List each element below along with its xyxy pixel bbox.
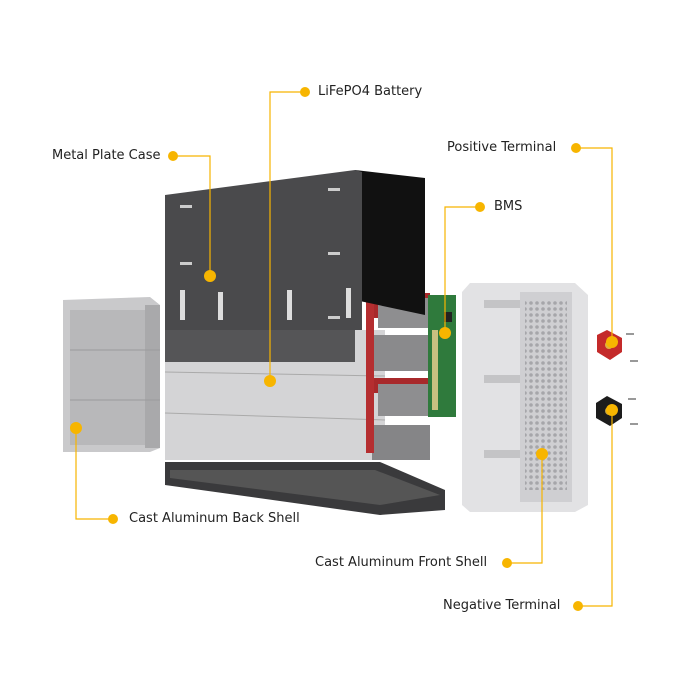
label-back-shell: Cast Aluminum Back Shell bbox=[129, 511, 300, 526]
label-lifepo4-battery: LiFePO4 Battery bbox=[318, 84, 423, 99]
front-shell-part bbox=[462, 283, 588, 512]
label-negative-terminal: Negative Terminal bbox=[443, 598, 561, 613]
label-bms: BMS bbox=[494, 199, 523, 214]
label-metal-plate-case: Metal Plate Case bbox=[52, 148, 161, 163]
base-stand-part bbox=[165, 462, 445, 515]
metal-case-part bbox=[165, 170, 425, 362]
positive-terminal-part bbox=[597, 330, 638, 362]
leader-lines bbox=[75, 91, 613, 607]
label-front-shell: Cast Aluminum Front Shell bbox=[315, 555, 488, 570]
callout-dots bbox=[70, 87, 618, 611]
label-positive-terminal: Positive Terminal bbox=[447, 140, 557, 155]
back-shell-part bbox=[63, 297, 160, 452]
bms-board-part bbox=[428, 295, 456, 417]
